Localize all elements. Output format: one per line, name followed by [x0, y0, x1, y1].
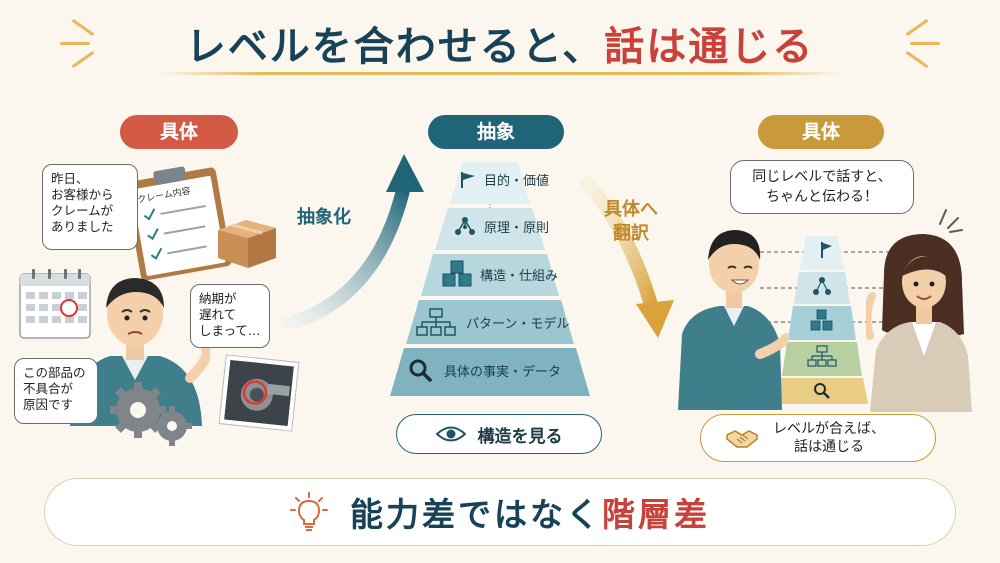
- bubble-line: 不具合が: [23, 381, 74, 396]
- flag-icon: [461, 171, 475, 188]
- abstraction-label: 抽象化: [297, 207, 351, 228]
- bubble-line: 昨日、: [51, 171, 89, 186]
- bubble-line: お客様から: [51, 187, 114, 202]
- bubble-line: 原因です: [23, 397, 74, 412]
- gears-icon: [108, 378, 194, 448]
- bubble-line: しまって…: [199, 323, 261, 338]
- layer-label: パターン・モデル: [466, 316, 570, 332]
- cubes-icon: [442, 260, 472, 287]
- bubble-line: この部品の: [23, 365, 86, 380]
- level-match-card: レベルが合えば、 話は通じる: [700, 414, 936, 462]
- bubble-shared-level: 同じレベルで話すと、 ちゃんと伝わる！: [730, 160, 914, 214]
- bubble-complaint: 昨日、 お客様から クレームが ありました: [42, 164, 138, 250]
- bubble-line: ありました: [51, 219, 114, 234]
- page-title: レベルを合わせると、話は通じる: [0, 14, 1000, 72]
- title-main: レベルを合わせると、: [185, 24, 605, 70]
- level-tower: [764, 232, 880, 404]
- bubble-line: 同じレベルで話すと、: [752, 169, 892, 185]
- cardboard-box-icon: [216, 212, 278, 270]
- layer-purpose: 目的・価値: [460, 170, 549, 189]
- layer-structure: 構造・仕組み: [442, 260, 558, 288]
- title-rays-left: [50, 18, 110, 69]
- lightbulb-icon: [290, 492, 328, 531]
- bubble-line: 納期が: [199, 291, 237, 306]
- bubble-delay: 納期が 遅れて しまって…: [190, 284, 270, 348]
- see-structure-button[interactable]: 構造を見る: [396, 414, 602, 454]
- layer-label: 構造・仕組み: [480, 268, 559, 284]
- see-structure-label: 構造を見る: [477, 426, 563, 447]
- layer-label: 目的・価値: [484, 174, 550, 189]
- defect-photo: [218, 354, 300, 432]
- card-line: レベルが合えば、: [773, 421, 885, 437]
- calendar-icon: [18, 268, 94, 342]
- translation-arrow: [580, 172, 690, 342]
- right-concrete-pill: 具体: [758, 115, 884, 149]
- network-icon: [455, 217, 475, 235]
- layer-facts: 具体の事実・データ: [408, 358, 561, 382]
- layer-label: 原理・原則: [484, 220, 550, 236]
- summary-main: 能力差ではなく: [350, 495, 602, 534]
- translation-label-line: 具体へ: [604, 199, 658, 220]
- abstract-pill: 抽象: [428, 115, 564, 149]
- translation-label-line: 翻訳: [613, 223, 649, 244]
- layer-principle: 原理・原則: [454, 216, 549, 236]
- summary-banner: 能力差ではなく階層差: [44, 478, 956, 546]
- card-line: 話は通じる: [794, 439, 864, 455]
- bubble-line: クレームが: [51, 203, 114, 218]
- layer-label: 具体の事実・データ: [444, 364, 562, 380]
- title-accent: 話は通じる: [604, 24, 815, 70]
- title-rays-right: [890, 18, 950, 69]
- org-chart-icon: [416, 308, 456, 336]
- title-underline: [160, 72, 840, 75]
- sparkle-icon: [934, 206, 964, 234]
- bubble-part: この部品の 不具合が 原因です: [14, 358, 98, 424]
- smiling-worker-illustration: [676, 214, 791, 410]
- summary-accent: 階層差: [602, 495, 710, 534]
- magnifier-icon: [409, 359, 432, 382]
- smiling-woman-illustration: [863, 226, 976, 412]
- abstraction-arrow: [278, 148, 448, 331]
- handshake-icon: [726, 430, 758, 448]
- layer-pattern: パターン・モデル: [416, 308, 569, 336]
- bubble-line: 遅れて: [199, 307, 237, 322]
- left-concrete-pill: 具体: [120, 115, 238, 149]
- eye-icon: [435, 426, 466, 442]
- bubble-line: ちゃんと伝わる！: [766, 189, 878, 205]
- translation-label: 具体へ 翻訳: [604, 198, 658, 246]
- clipboard-icon: クレーム内容: [123, 161, 233, 283]
